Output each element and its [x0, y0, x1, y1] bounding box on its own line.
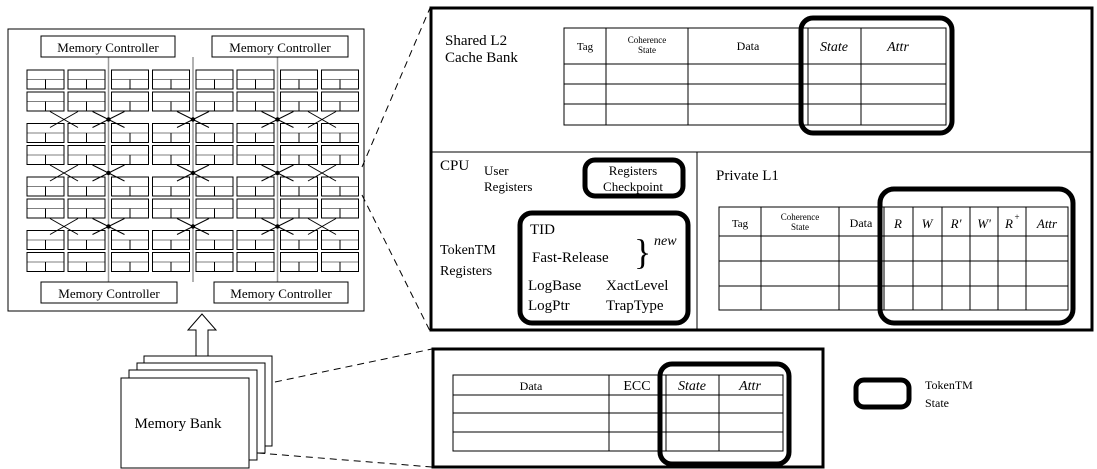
l1-col-w: W — [922, 216, 934, 231]
l1-col-tag: Tag — [732, 218, 749, 230]
core-tile — [111, 230, 190, 272]
tokentm-registers-line2: Registers — [440, 264, 492, 279]
l2-col-tag: Tag — [577, 41, 594, 53]
router-node — [106, 170, 111, 176]
memory-entry-outline — [431, 347, 825, 469]
private-l1-section: Private L1 Tag Coherence State Data R W … — [716, 168, 1076, 326]
core-tile — [26, 230, 106, 272]
l2-title-line2: Cache Bank — [445, 50, 518, 66]
checkpoint-line1: Registers — [609, 163, 657, 178]
l1-col-data: Data — [850, 216, 873, 230]
l1-title: Private L1 — [716, 168, 779, 184]
core-tile — [280, 230, 359, 272]
memory-bank-stack: Memory Bank — [120, 355, 273, 469]
memory-controller-label: Memory Controller — [58, 286, 160, 301]
l2-col-data: Data — [737, 39, 760, 53]
l2-tokentm-state-highlight — [798, 15, 955, 136]
l1-col-w-prime: W' — [977, 216, 991, 231]
router-node — [275, 170, 280, 176]
core-tile — [195, 123, 275, 165]
router-node — [190, 224, 196, 229]
l1-tokentm-state-highlight — [877, 186, 1076, 326]
mem-col-attr: Attr — [738, 379, 761, 394]
mem-col-state: State — [678, 379, 706, 394]
memory-controller-bottom-right: Memory Controller — [213, 281, 349, 304]
user-registers-line2: Registers — [484, 179, 532, 194]
core-tile — [111, 69, 190, 112]
memory-controller-top-left: Memory Controller — [40, 35, 176, 58]
cpu-title: CPU — [440, 158, 469, 174]
memory-controller-bottom-left: Memory Controller — [40, 281, 178, 304]
core-tile — [195, 69, 275, 112]
memory-entry-panel: Data ECC State Attr — [431, 347, 825, 469]
checkpoint-tokentm-highlight — [582, 157, 686, 199]
new-marker: new — [654, 234, 677, 249]
reg-tid: TID — [530, 222, 555, 238]
reg-xactlevel: XactLevel — [606, 278, 668, 294]
zoom-panel — [429, 6, 1094, 332]
l1-col-r: R — [893, 216, 902, 231]
core-tile — [195, 176, 275, 219]
core-tile — [195, 230, 275, 272]
router-node — [106, 224, 111, 229]
checkpoint-line2: Checkpoint — [603, 179, 663, 194]
router-node — [275, 224, 280, 229]
chip: Memory Controller Memory Controller Memo… — [7, 28, 365, 312]
router-node — [275, 117, 280, 122]
legend-label-line2: State — [925, 396, 949, 410]
legend-swatch — [853, 377, 912, 410]
cpu-section: CPU User Registers Registers Checkpoint … — [440, 157, 691, 326]
l2-col-state: State — [820, 40, 848, 55]
memory-controller-label: Memory Controller — [230, 286, 332, 301]
mem-col-data: Data — [520, 379, 543, 393]
zoom-lines — [257, 7, 433, 468]
core-tile — [280, 123, 359, 165]
l1-col-r-plus-superscript: + — [1014, 212, 1019, 222]
l1-col-coherence-line1: Coherence — [781, 212, 819, 222]
l1-col-r-prime: R' — [950, 216, 962, 231]
l1-col-attr: Attr — [1036, 216, 1058, 231]
router-node — [106, 117, 111, 122]
core-tile — [280, 69, 359, 112]
l1-table — [718, 206, 1069, 311]
reg-logbase: LogBase — [528, 278, 582, 294]
shared-l2-section: Shared L2 Cache Bank Tag Coherence State… — [445, 15, 955, 136]
memory-controller-label: Memory Controller — [57, 40, 159, 55]
mem-col-ecc: ECC — [623, 379, 650, 394]
legend-label-line1: TokenTM — [925, 378, 973, 392]
l2-col-coherence-line2: State — [638, 45, 656, 55]
user-registers-line1: User — [484, 163, 509, 178]
l2-title-line1: Shared L2 — [445, 33, 507, 49]
router-node — [190, 117, 196, 122]
core-tile — [111, 176, 190, 219]
core-tile — [26, 176, 106, 219]
tile-grid — [26, 57, 359, 282]
l2-table — [563, 27, 947, 126]
memory-entry-table — [452, 374, 784, 452]
zoom-panel-outline — [429, 6, 1094, 332]
core-tile — [26, 123, 106, 165]
l1-col-r-plus: R — [1004, 216, 1013, 231]
core-tile — [280, 176, 359, 219]
reg-logptr: LogPtr — [528, 298, 570, 314]
memory-controller-label: Memory Controller — [229, 40, 331, 55]
memory-controller-top-right: Memory Controller — [211, 35, 349, 58]
core-tile — [26, 69, 106, 112]
l1-col-coherence-line2: State — [791, 222, 809, 232]
tokentm-registers-line1: TokenTM — [440, 243, 496, 258]
l2-col-coherence-line1: Coherence — [628, 35, 666, 45]
tokentm-registers-highlight — [517, 210, 691, 326]
legend: TokenTM State — [853, 377, 973, 410]
reg-traptype: TrapType — [606, 298, 664, 314]
new-brace: } — [634, 232, 651, 272]
memory-tokentm-state-highlight — [657, 361, 792, 467]
router-node — [190, 170, 196, 176]
core-tile — [111, 123, 190, 165]
memory-bank-label: Memory Bank — [134, 416, 222, 432]
reg-fast-release: Fast-Release — [532, 250, 609, 266]
l2-col-attr: Attr — [886, 40, 909, 55]
